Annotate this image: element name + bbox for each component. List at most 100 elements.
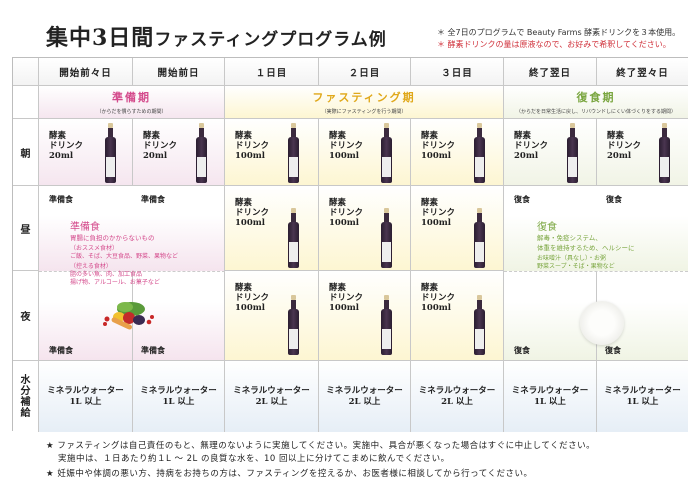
meal-label: 復食	[514, 345, 530, 355]
prep-avoid-head: （控える食材）	[70, 263, 112, 270]
phase-subtitle: （からだを慣らすための期間）	[96, 109, 167, 115]
bottle-icon	[381, 123, 392, 183]
col-header: 開始前々日	[39, 58, 133, 86]
col-header: 終了翌々日	[597, 58, 688, 86]
row-label-water: 水分補給	[13, 361, 39, 432]
phase-subtitle: （実際にファスティングを行う期間）	[321, 109, 407, 115]
col-header: ３日目	[411, 58, 504, 86]
porridge-bowl-image	[580, 301, 624, 345]
prep-desc-title: 準備食	[70, 222, 100, 233]
corner-cell	[13, 58, 39, 86]
bottle-icon	[474, 295, 485, 355]
bottle-icon	[381, 208, 392, 268]
bottle-icon	[659, 123, 670, 183]
bottle-icon	[474, 208, 485, 268]
bottle-icon	[105, 123, 116, 183]
bottle-icon	[196, 123, 207, 183]
prep-avoid-line2: 揚げ物、アルコール、お菓子など	[70, 279, 160, 286]
notes: ＊ 全7日のプログラムで Beauty Farms 酵素ドリンクを３本使用。 ＊…	[437, 27, 680, 51]
meal-label: 復食	[605, 345, 621, 355]
bottle-icon	[288, 123, 299, 183]
prep-avoid-line1: 脂の多い魚、肉、加工食品	[70, 271, 143, 278]
noon-prep-cell: 準備食 準備食	[39, 186, 225, 271]
recovery-desc-line2: 体重を維持するため、ヘルシーに	[537, 244, 635, 252]
phase-recovery: 復食期 （からだを日常生活に戻し、リバウンドしにくい体づくりをする期間）	[504, 86, 688, 119]
recovery-desc-line4: 野菜スープ・そば・果物など	[537, 263, 615, 270]
footer-note-1: ★ ファスティングは自己責任のもと、無理のないように実施してください。実施中、具…	[46, 441, 596, 451]
prep-rec-body: ご飯、そば、大豆食品、野菜、果物など	[70, 253, 179, 260]
divider	[39, 271, 225, 272]
phase-title: ファスティング期	[312, 91, 416, 104]
bottle-icon	[381, 295, 392, 355]
col-header: １日目	[225, 58, 319, 86]
noon-recovery-cell: 復食 復食	[504, 186, 688, 271]
recovery-desc-title: 復食	[537, 222, 557, 233]
vegetables-image	[103, 302, 154, 330]
evening-cell: 準備食	[133, 271, 225, 361]
phase-title: 準備期	[112, 91, 151, 104]
title-main: 集中3日間	[46, 25, 155, 51]
note-dilute: ＊ 酵素ドリンクの量は原液なので、お好みで希釈してください。	[437, 40, 671, 49]
meal-label: 復食	[606, 194, 622, 204]
recovery-desc-line3: お味噌汁（具なし）・お粥	[537, 255, 607, 262]
meal-label: 復食	[514, 194, 530, 204]
phase-title: 復食期	[576, 91, 616, 104]
col-header: ２日目	[319, 58, 411, 86]
footer-note-3: ★ 妊娠中や体調の悪い方、持病をお持ちの方は、ファスティングを控えるか、お医者様…	[46, 469, 533, 479]
row-label-evening: 夜	[13, 271, 39, 361]
meal-label: 準備食	[141, 194, 165, 204]
meal-label: 準備食	[141, 345, 165, 355]
row-label-noon: 昼	[13, 186, 39, 271]
bottle-icon	[288, 295, 299, 355]
phase-prep: 準備期 （からだを慣らすための期間）	[39, 86, 225, 119]
divider	[504, 271, 688, 272]
phase-subtitle: （からだを日常生活に戻し、リバウンドしにくい体づくりをする期間）	[516, 109, 676, 115]
row-label-morning: 朝	[13, 119, 39, 186]
recovery-desc-line1: 解毒・免疫システム、	[537, 234, 602, 242]
meal-label: 準備食	[49, 345, 73, 355]
program-table: 開始前々日 開始前日 １日目 ２日目 ３日目 終了翌日 終了翌々日 準備期 （か…	[12, 57, 688, 432]
phase-fasting: ファスティング期 （実際にファスティングを行う期間）	[225, 86, 504, 119]
prep-desc-lead: 胃腸に負担のかからないもの	[70, 234, 155, 242]
bottle-icon	[474, 123, 485, 183]
bottle-icon	[288, 208, 299, 268]
col-header: 開始前日	[133, 58, 225, 86]
phase-label-cell	[13, 86, 39, 119]
recovery-description: 復食 解毒・免疫システム、 体重を維持するため、ヘルシーに お味噌汁（具なし）・…	[537, 218, 635, 271]
footer-notes: ★ ファスティングは自己責任のもと、無理のないように実施してください。実施中、具…	[46, 440, 595, 481]
footer-note-2: 実施中は、１日あたり約１L ～ 2L の良質な水を、10 回以上に分けてこまめに…	[58, 454, 450, 464]
title-rest: ファスティングプログラム例	[154, 30, 387, 50]
meal-label: 準備食	[49, 194, 73, 204]
